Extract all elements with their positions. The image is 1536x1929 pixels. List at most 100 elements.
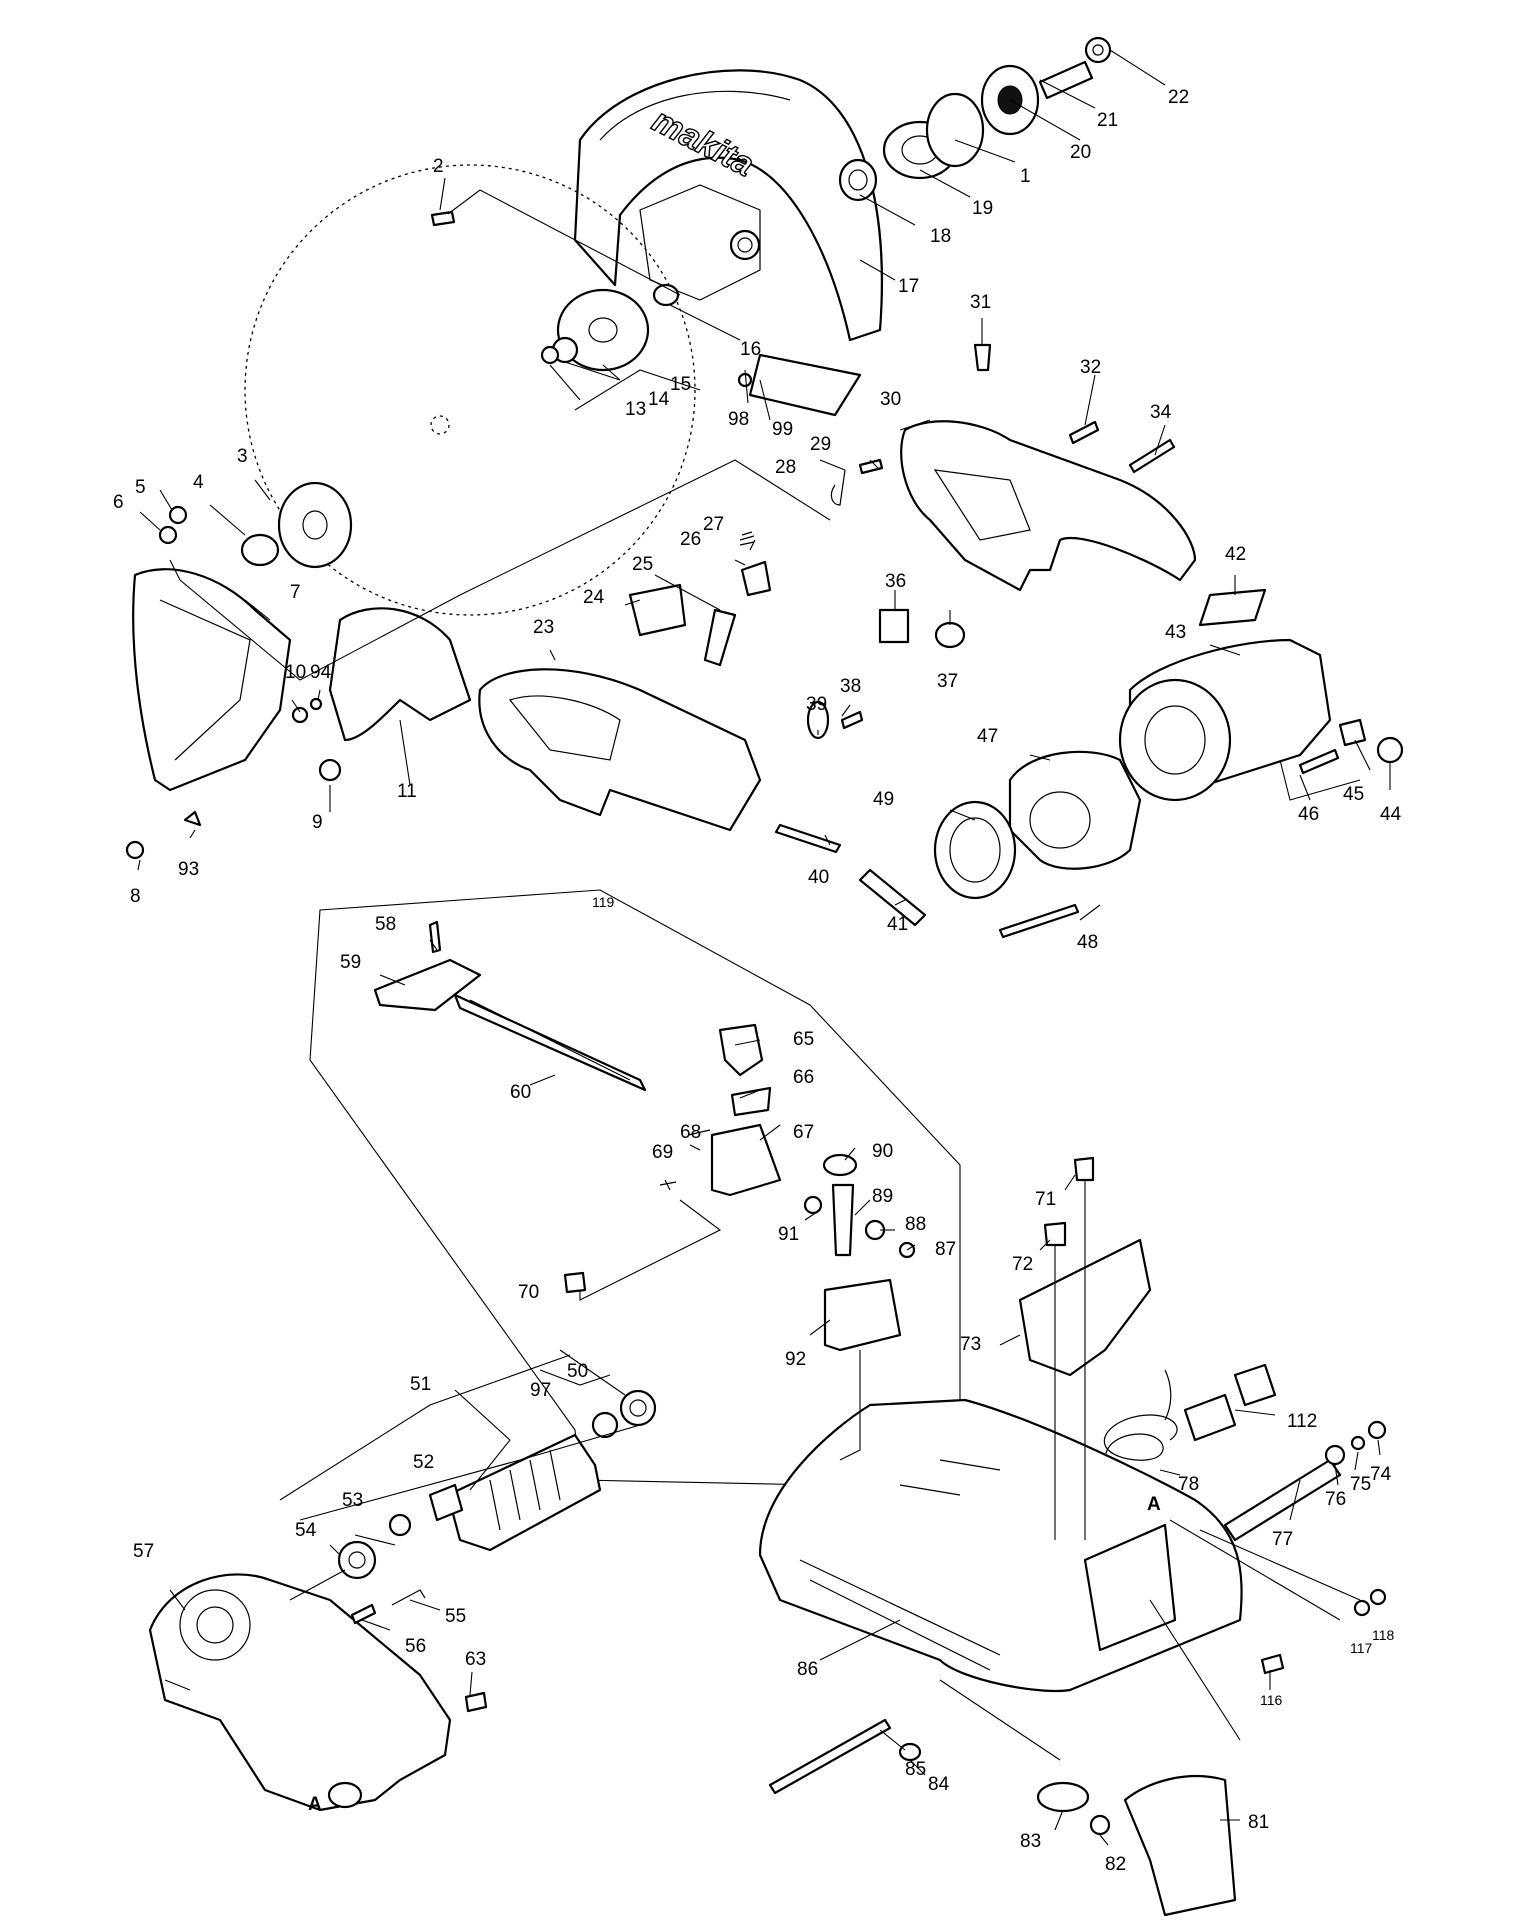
callout-85: 85 <box>905 1759 926 1780</box>
callout-60: 60 <box>510 1082 531 1103</box>
callout-73: 73 <box>960 1334 981 1355</box>
callout-89: 89 <box>872 1186 893 1207</box>
callout-77: 77 <box>1272 1529 1293 1550</box>
callout-117: 117 <box>1350 1640 1373 1656</box>
callout-50: 50 <box>567 1361 588 1382</box>
callout-67: 67 <box>793 1122 814 1143</box>
callout-36: 36 <box>885 571 906 592</box>
gear-housing <box>148 1573 452 1812</box>
armature <box>446 1433 602 1552</box>
callout-97: 97 <box>530 1380 551 1401</box>
callout-1: 1 <box>1020 166 1031 187</box>
callout-43: 43 <box>1165 622 1186 643</box>
safety-cover <box>132 568 292 792</box>
callout-82: 82 <box>1105 1854 1126 1875</box>
callout-18: 18 <box>930 226 951 247</box>
callout-94: 94 <box>310 662 332 683</box>
callout-58: 58 <box>375 914 396 935</box>
callout-78: 78 <box>1178 1474 1199 1495</box>
callout-3: 3 <box>237 446 248 467</box>
callout-93: 93 <box>178 859 199 880</box>
callout-42: 42 <box>1225 544 1246 565</box>
callout-70: 70 <box>518 1282 539 1303</box>
callout-14: 14 <box>648 389 670 410</box>
callout-47: 47 <box>977 726 998 747</box>
callout-81: 81 <box>1248 1812 1269 1833</box>
callout-17: 17 <box>898 276 919 297</box>
callout-84: 84 <box>928 1774 950 1795</box>
callout-53: 53 <box>342 1490 363 1511</box>
base <box>758 1398 1243 1693</box>
outer-flange <box>277 481 353 569</box>
handle-23 <box>478 668 762 832</box>
callout-15: 15 <box>670 374 691 395</box>
callout-56: 56 <box>405 1636 426 1657</box>
callout-51: 51 <box>410 1374 431 1395</box>
view-ref-a-gear: A <box>308 1794 322 1815</box>
callout-7: 7 <box>290 582 301 603</box>
callout-21: 21 <box>1097 110 1118 131</box>
guard <box>328 607 472 742</box>
callout-27: 27 <box>703 514 724 535</box>
callout-5: 5 <box>135 477 146 498</box>
callout-57: 57 <box>133 1541 154 1562</box>
field <box>1008 750 1142 870</box>
callout-119: 119 <box>592 894 615 910</box>
callout-92: 92 <box>785 1349 806 1370</box>
callout-24: 24 <box>583 587 605 608</box>
plate-99 <box>748 353 862 417</box>
callout-65: 65 <box>793 1029 814 1050</box>
callout-4: 4 <box>193 472 204 493</box>
callout-23: 23 <box>533 617 554 638</box>
callout-112: 112 <box>1287 1411 1317 1432</box>
callout-52: 52 <box>413 1452 434 1473</box>
callout-32: 32 <box>1080 357 1101 378</box>
callout-16: 16 <box>740 339 761 360</box>
callout-90: 90 <box>872 1141 893 1162</box>
callout-30: 30 <box>880 389 901 410</box>
callout-10: 10 <box>285 662 306 683</box>
callout-6: 6 <box>113 492 124 513</box>
parts-art: makita <box>125 36 1404 1917</box>
callout-41: 41 <box>887 914 908 935</box>
callout-55: 55 <box>445 1606 466 1627</box>
leader-lines <box>137 49 1391 1846</box>
callout-25: 25 <box>632 554 653 575</box>
callout-76: 76 <box>1325 1489 1346 1510</box>
callout-8: 8 <box>130 886 141 907</box>
callout-39: 39 <box>806 694 827 715</box>
callout-59: 59 <box>340 952 361 973</box>
callout-49: 49 <box>873 789 894 810</box>
callout-83: 83 <box>1020 1831 1041 1852</box>
callout-48: 48 <box>1077 932 1098 953</box>
callout-66: 66 <box>793 1067 814 1088</box>
callout-118: 118 <box>1372 1627 1395 1643</box>
callout-20: 20 <box>1070 142 1091 163</box>
callout-71: 71 <box>1035 1189 1056 1210</box>
callout-40: 40 <box>808 867 829 888</box>
callout-13: 13 <box>625 399 646 420</box>
callout-26: 26 <box>680 529 701 550</box>
callout-2: 2 <box>433 156 444 177</box>
callout-11: 11 <box>397 781 417 802</box>
callout-45: 45 <box>1343 784 1364 805</box>
callout-63: 63 <box>465 1649 486 1670</box>
callout-31: 31 <box>970 292 991 313</box>
handle-cover <box>900 420 1197 592</box>
torsion-spring <box>1103 1369 1178 1471</box>
callout-34: 34 <box>1150 402 1172 423</box>
callout-69: 69 <box>652 1142 673 1163</box>
flange-group <box>430 210 680 372</box>
callout-38: 38 <box>840 676 861 697</box>
saw-blade-outline <box>244 164 696 616</box>
spindle-group <box>838 36 1112 202</box>
view-ref-a-base: A <box>1147 1494 1161 1515</box>
callout-88: 88 <box>905 1214 926 1235</box>
callout-44: 44 <box>1380 804 1402 825</box>
callout-28: 28 <box>775 457 796 478</box>
callout-74: 74 <box>1370 1464 1392 1485</box>
callout-labels: 1 2 3 4 5 6 7 8 9 10 11 13 14 15 16 17 1… <box>113 87 1402 1875</box>
callout-46: 46 <box>1298 804 1319 825</box>
callout-86: 86 <box>797 1659 818 1680</box>
